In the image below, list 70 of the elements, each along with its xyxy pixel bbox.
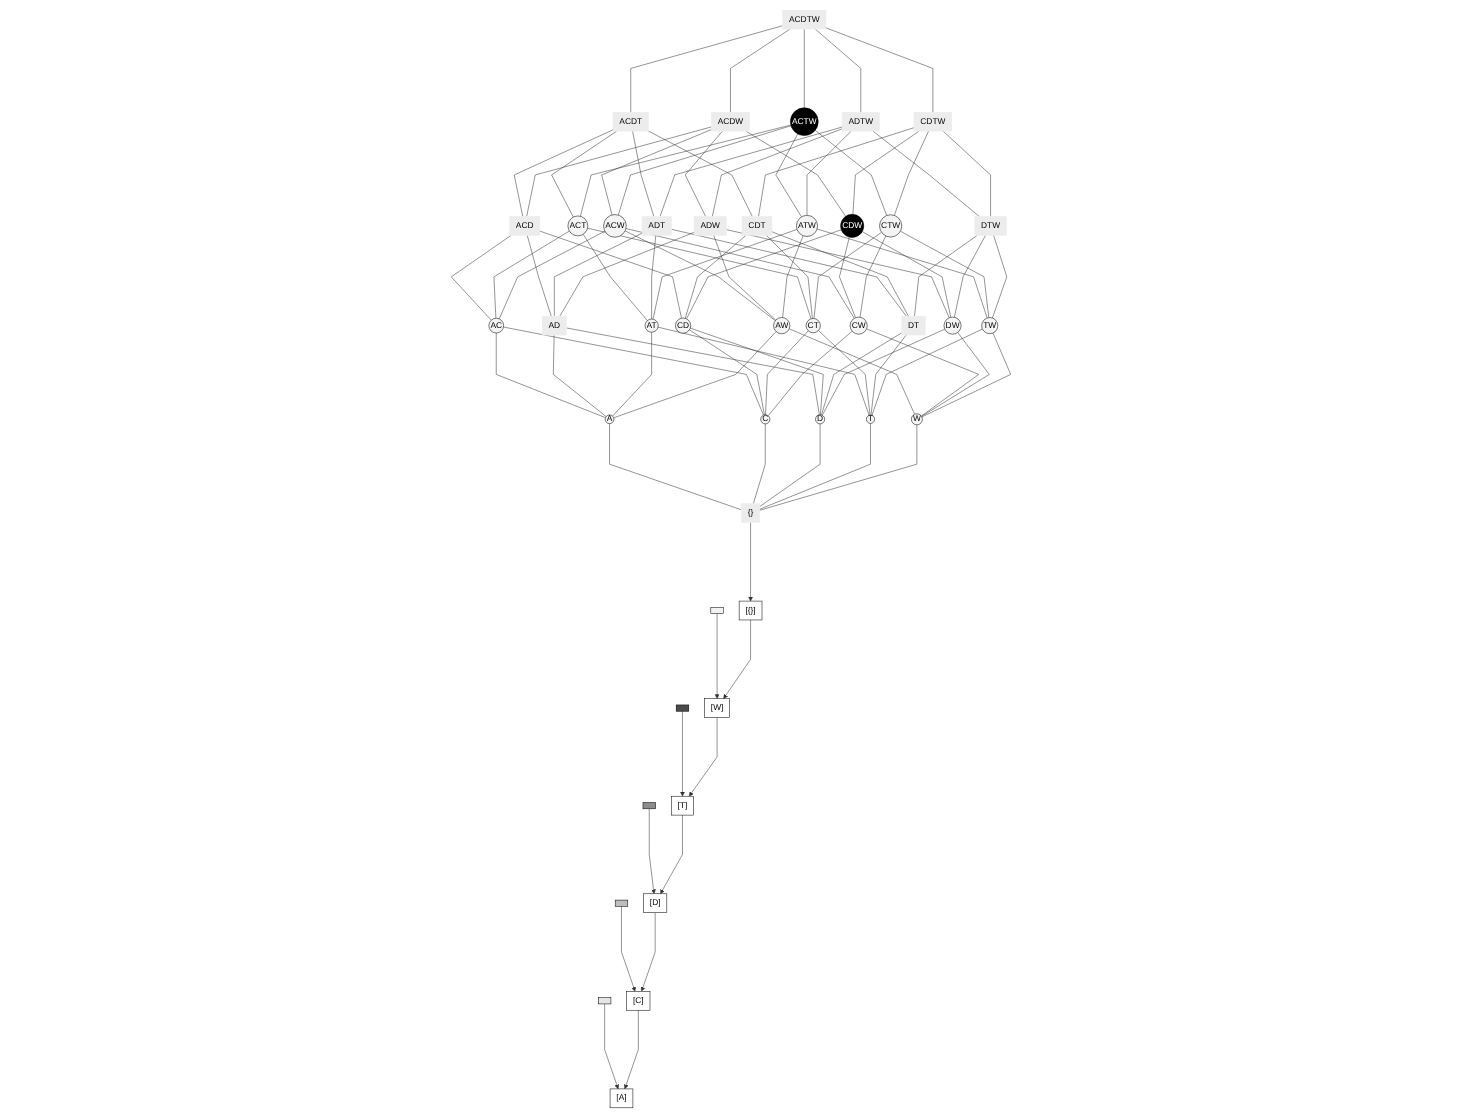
- connector: [493, 230, 570, 319]
- connector: [789, 328, 915, 415]
- connector: [671, 229, 907, 317]
- node-box: [710, 607, 724, 614]
- connector: [582, 234, 648, 321]
- connector: [657, 326, 870, 416]
- node-box: [642, 802, 656, 810]
- connector: [821, 332, 902, 416]
- connector: [759, 424, 918, 511]
- connector: [601, 129, 712, 216]
- connector: [862, 231, 952, 318]
- connector: [685, 235, 747, 319]
- connector: [921, 332, 1011, 418]
- connector: [870, 334, 907, 416]
- connector: [771, 231, 909, 317]
- connector: [726, 229, 950, 318]
- connector: [745, 130, 846, 217]
- connector: [992, 235, 1008, 319]
- connector: [496, 332, 606, 418]
- connector: [526, 126, 712, 217]
- connector: [759, 423, 871, 510]
- connector: [580, 124, 792, 217]
- connector: [852, 130, 920, 215]
- connector: [713, 235, 776, 321]
- connector: [758, 127, 915, 217]
- connector: [648, 130, 753, 217]
- connector: [624, 230, 776, 321]
- connector: [753, 423, 766, 504]
- connector: [652, 229, 798, 320]
- connector: [618, 125, 792, 216]
- connector: [612, 332, 652, 417]
- connector: [554, 232, 643, 317]
- node-box: [614, 899, 629, 907]
- node-box: [675, 704, 690, 712]
- connector: [625, 228, 855, 319]
- node-box: [598, 997, 612, 1005]
- connector: [566, 327, 820, 415]
- connector: [689, 329, 765, 415]
- connector: [686, 229, 842, 320]
- connector: [804, 28, 805, 109]
- connector: [818, 330, 871, 416]
- connector: [559, 232, 695, 317]
- connector: [806, 130, 852, 216]
- connector: [527, 235, 552, 317]
- connector: [914, 235, 978, 317]
- connector: [690, 327, 824, 415]
- connector: [767, 330, 853, 416]
- connector: [609, 423, 742, 511]
- connector: [587, 227, 812, 320]
- connector: [539, 230, 682, 319]
- connector: [894, 130, 929, 216]
- connector: [782, 235, 804, 318]
- connector: [859, 235, 887, 318]
- connector: [839, 236, 856, 318]
- connector: [553, 334, 607, 417]
- connector: [822, 328, 945, 416]
- connector: [765, 330, 809, 415]
- connector: [712, 128, 843, 217]
- connector: [659, 126, 843, 217]
- connector: [651, 235, 657, 320]
- connector: [632, 130, 655, 217]
- connector: [954, 235, 986, 318]
- connector: [613, 331, 777, 419]
- connector: [816, 228, 988, 319]
- connector: [503, 326, 764, 416]
- connector: [814, 130, 887, 216]
- connector: [766, 235, 813, 319]
- connector: [900, 230, 990, 318]
- connector: [813, 232, 882, 319]
- connector: [499, 230, 606, 320]
